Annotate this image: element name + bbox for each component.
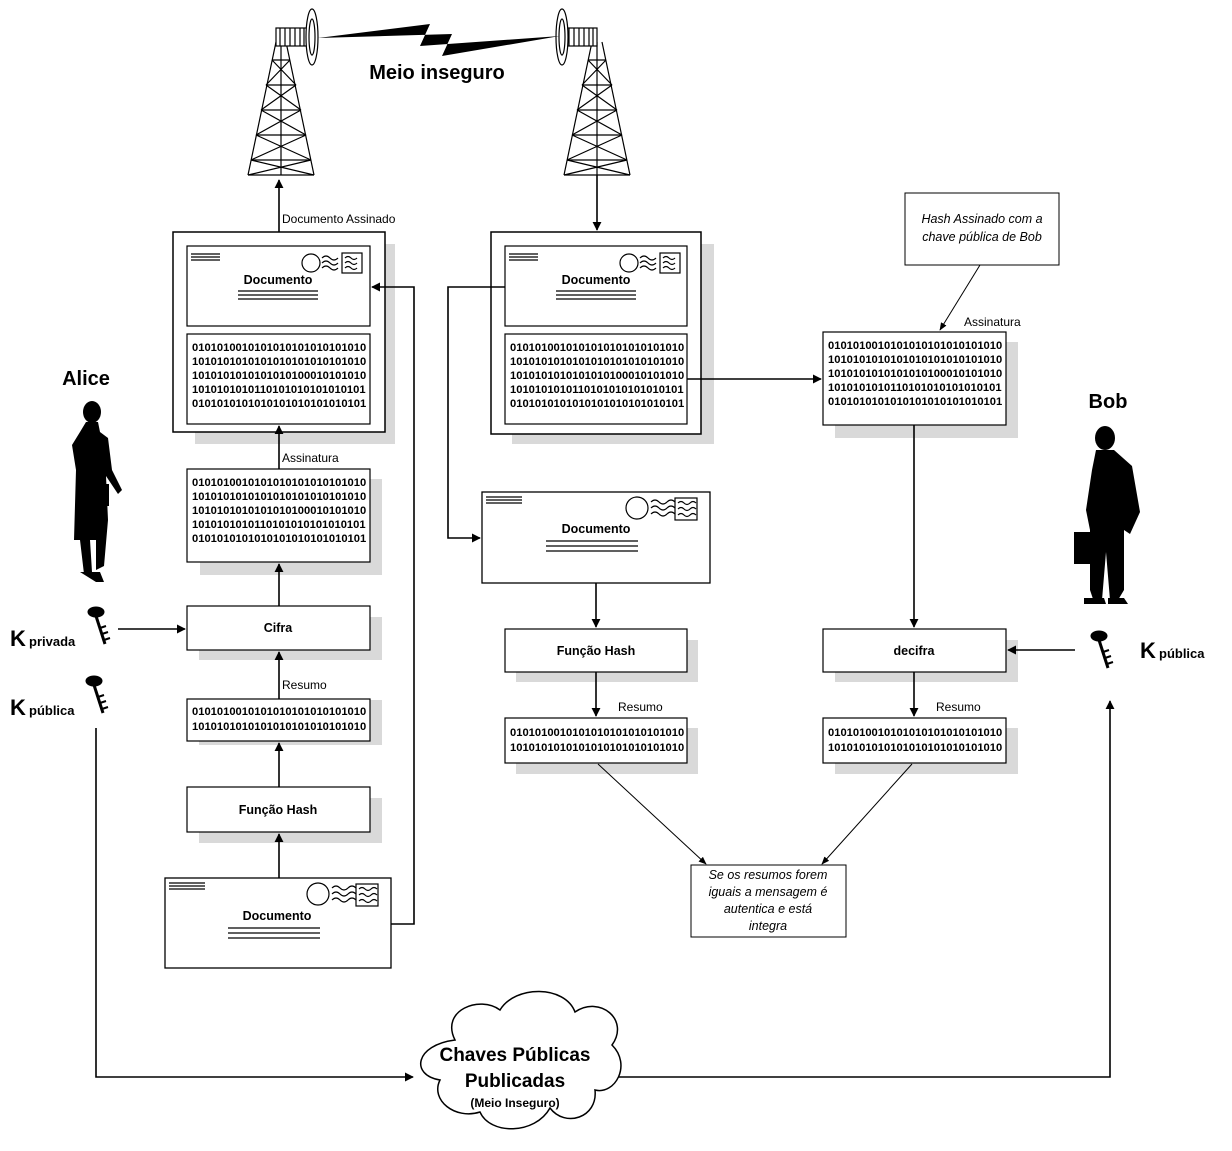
- envelope-icon: [169, 882, 379, 939]
- digest-label: Resumo: [282, 678, 327, 692]
- bob-decrypted-digest-block: [822, 717, 1007, 764]
- bob-signature-block: [822, 331, 1007, 426]
- k-letter: K: [10, 626, 26, 651]
- alice-original-document: Documento: [164, 877, 392, 969]
- bob-signature-binary: 0101010010101010101010101010 10101010101…: [828, 340, 1002, 408]
- binary-line: 1010101010110101010101010101: [510, 384, 684, 396]
- digest-label: Resumo: [618, 700, 663, 714]
- alice-digest-block: [186, 698, 371, 742]
- binary-line: 1010101010101010101010101010: [510, 356, 684, 368]
- left-tower-icon: [247, 8, 319, 176]
- cloud-line-3: (Meio Inseguro): [470, 1096, 559, 1110]
- binary-line: 1010101010101010100010101010: [192, 505, 366, 517]
- hash-function-label: Função Hash: [239, 803, 318, 817]
- alice-signature-binary: 0101010010101010101010101010 10101010101…: [192, 477, 366, 545]
- note-line: integra: [749, 919, 787, 933]
- public-key-label: pública: [1159, 646, 1205, 661]
- note-line: iguais a mensagem é: [709, 885, 828, 899]
- note-line: chave pública de Bob: [922, 230, 1042, 244]
- cipher-box: [186, 605, 371, 651]
- binary-line: 0101010101010101010101010101: [828, 396, 1002, 408]
- binary-line: 0101010010101010101010101010: [510, 342, 684, 354]
- decipher-label: decifra: [894, 644, 936, 658]
- binary-line: 0101010010101010101010101010: [510, 727, 684, 739]
- public-keys-cloud: Chaves Públicas Publicadas (Meio Insegur…: [420, 990, 622, 1130]
- envelope-icon: [191, 252, 363, 300]
- alice-private-key: K privada: [10, 626, 76, 651]
- insecure-channel-title: Meio inseguro: [369, 62, 505, 84]
- signed-document-label: Documento Assinado: [282, 212, 396, 226]
- alice-name: Alice: [62, 368, 110, 390]
- note-line: Se os resumos forem: [709, 868, 828, 882]
- bob-doc-signature-binary: 0101010010101010101010101010 10101010101…: [510, 342, 684, 410]
- alice-doc-signature-binary: 0101010010101010101010101010 10101010101…: [192, 342, 366, 410]
- document-label: Documento: [243, 909, 312, 923]
- right-tower-icon: [555, 8, 631, 176]
- binary-line: 1010101010110101010101010101: [192, 384, 366, 396]
- bob-figure-icon: [1074, 426, 1140, 604]
- binary-line: 1010101010101010100010101010: [828, 368, 1002, 380]
- cloud-line-1: Chaves Públicas: [439, 1045, 590, 1066]
- binary-line: 1010101010101010101010101010: [828, 354, 1002, 366]
- bob-received-document: [490, 231, 702, 435]
- binary-line: 0101010101010101010101010101: [510, 398, 684, 410]
- document-label: Documento: [562, 273, 631, 287]
- note-line: Hash Assinado com a: [921, 212, 1042, 226]
- binary-line: 1010101010101010101010101010: [192, 721, 366, 733]
- private-key-label: privada: [29, 634, 76, 649]
- digest-label: Resumo: [936, 700, 981, 714]
- comparison-note: [690, 864, 847, 938]
- binary-line: 1010101010101010101010101010: [192, 491, 366, 503]
- cloud-line-2: Publicadas: [465, 1071, 565, 1092]
- binary-line: 0101010101010101010101010101: [192, 533, 366, 545]
- k-letter: K: [10, 695, 26, 720]
- decipher-box: [822, 628, 1007, 673]
- bob-hash-digest-block: [504, 717, 688, 764]
- binary-line: 0101010010101010101010101010: [192, 477, 366, 489]
- binary-line: 1010101010101010100010101010: [192, 370, 366, 382]
- binary-line: 1010101010110101010101010101: [192, 519, 366, 531]
- document-label: Documento: [244, 273, 313, 287]
- note-pointers: [597, 264, 981, 865]
- signature-label: Assinatura: [282, 451, 339, 465]
- binary-line: 1010101010101010101010101010: [192, 356, 366, 368]
- binary-line: 0101010010101010101010101010: [192, 342, 366, 354]
- hash-signed-note: [904, 192, 1060, 266]
- binary-line: 0101010010101010101010101010: [828, 340, 1002, 352]
- bob-name: Bob: [1089, 391, 1128, 413]
- bob-public-key: K pública: [1140, 638, 1205, 663]
- binary-line: 0101010010101010101010101010: [192, 706, 366, 718]
- alice-public-key: K pública: [10, 695, 75, 720]
- alice-public-key-icon: [85, 675, 109, 714]
- binary-line: 1010101010110101010101010101: [828, 382, 1002, 394]
- alice-signed-document: [172, 231, 386, 433]
- cipher-label: Cifra: [264, 621, 294, 635]
- bob-public-key-icon: [1090, 630, 1114, 669]
- binary-line: 0101010010101010101010101010: [828, 727, 1002, 739]
- envelope-icon: [509, 252, 681, 300]
- hash-function-label: Função Hash: [557, 644, 636, 658]
- envelope-icon: [486, 496, 698, 552]
- binary-line: 1010101010101010101010101010: [510, 742, 684, 754]
- flow-arrows: [95, 175, 1115, 1082]
- binary-line: 1010101010101010101010101010: [828, 742, 1002, 754]
- binary-line: 1010101010101010100010101010: [510, 370, 684, 382]
- document-label: Documento: [562, 522, 631, 536]
- lightning-bolt-icon: [318, 24, 560, 56]
- k-letter: K: [1140, 638, 1156, 663]
- alice-hash-function-box: [186, 786, 371, 833]
- public-key-label: pública: [29, 703, 75, 718]
- alice-figure-icon: [72, 401, 122, 582]
- binary-line: 0101010101010101010101010101: [192, 398, 366, 410]
- note-line: autentica e está: [724, 902, 812, 916]
- alice-private-key-icon: [87, 606, 111, 645]
- bob-extracted-document: Documento: [481, 491, 711, 584]
- signature-label: Assinatura: [964, 315, 1021, 329]
